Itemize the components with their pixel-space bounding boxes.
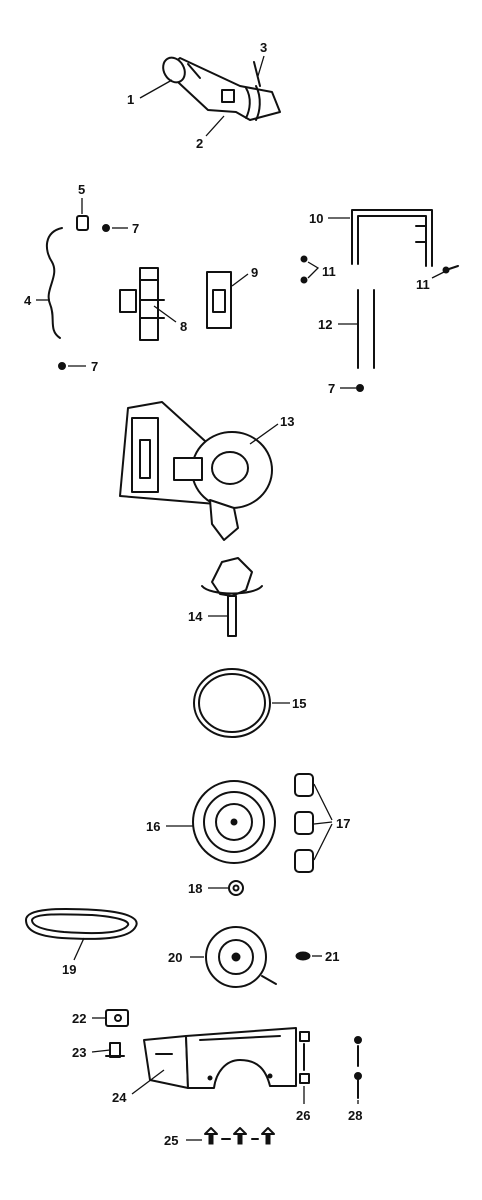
callout-10: 10 bbox=[309, 211, 323, 226]
part-housing bbox=[119, 401, 273, 541]
callout-8: 8 bbox=[180, 319, 187, 334]
part-plate bbox=[206, 271, 232, 329]
callout-7c: 7 bbox=[328, 381, 335, 396]
part-ball-7a bbox=[102, 224, 110, 232]
part-pins-28 bbox=[354, 1036, 362, 1099]
callout-26: 26 bbox=[296, 1108, 310, 1123]
part-bracket bbox=[119, 267, 165, 341]
callout-13: 13 bbox=[280, 414, 294, 429]
callout-7a: 7 bbox=[132, 221, 139, 236]
callout-18: 18 bbox=[188, 881, 202, 896]
part-small-clip bbox=[76, 215, 89, 231]
callout-3: 3 bbox=[260, 40, 267, 55]
callout-17: 17 bbox=[336, 816, 350, 831]
callout-16: 16 bbox=[146, 819, 160, 834]
part-clips bbox=[294, 773, 314, 873]
callout-labels: 1 2 3 4 5 7 7 7 8 9 10 11 11 12 13 14 15… bbox=[24, 40, 430, 1148]
part-wavy-rod bbox=[45, 227, 63, 339]
part-pins bbox=[357, 289, 375, 369]
part-u-bracket bbox=[351, 209, 433, 267]
callout-25: 25 bbox=[164, 1133, 178, 1148]
leader-lines bbox=[36, 55, 445, 1141]
callout-11b: 11 bbox=[416, 277, 430, 292]
part-oval-gasket bbox=[25, 908, 138, 940]
part-tube-assembly bbox=[162, 56, 281, 121]
callout-24: 24 bbox=[112, 1090, 127, 1105]
callout-23: 23 bbox=[72, 1045, 86, 1060]
part-washer-small bbox=[228, 880, 244, 896]
callout-21: 21 bbox=[325, 949, 339, 964]
part-pulley bbox=[205, 926, 277, 988]
part-disc bbox=[192, 780, 276, 864]
callout-28: 28 bbox=[348, 1108, 362, 1123]
part-ball-7b bbox=[58, 362, 66, 370]
part-o-ring bbox=[193, 668, 271, 738]
part-screws-11 bbox=[300, 255, 459, 284]
part-square-nut bbox=[105, 1009, 129, 1027]
part-blocks bbox=[299, 1031, 310, 1084]
callout-11a: 11 bbox=[322, 264, 336, 279]
part-screws-25 bbox=[204, 1127, 275, 1145]
callout-1: 1 bbox=[127, 92, 134, 107]
part-base-bracket bbox=[143, 1027, 297, 1089]
callout-12: 12 bbox=[318, 317, 332, 332]
callout-15: 15 bbox=[292, 696, 306, 711]
callout-9: 9 bbox=[251, 265, 258, 280]
part-valve-stem bbox=[201, 557, 263, 637]
callout-4: 4 bbox=[24, 293, 32, 308]
callout-19: 19 bbox=[62, 962, 76, 977]
callout-7b: 7 bbox=[91, 359, 98, 374]
callout-14: 14 bbox=[188, 609, 203, 624]
part-ball-7c bbox=[356, 384, 364, 392]
callout-5: 5 bbox=[78, 182, 85, 197]
part-nut bbox=[295, 951, 311, 961]
callout-20: 20 bbox=[168, 950, 182, 965]
callout-22: 22 bbox=[72, 1011, 86, 1026]
callout-2: 2 bbox=[196, 136, 203, 151]
